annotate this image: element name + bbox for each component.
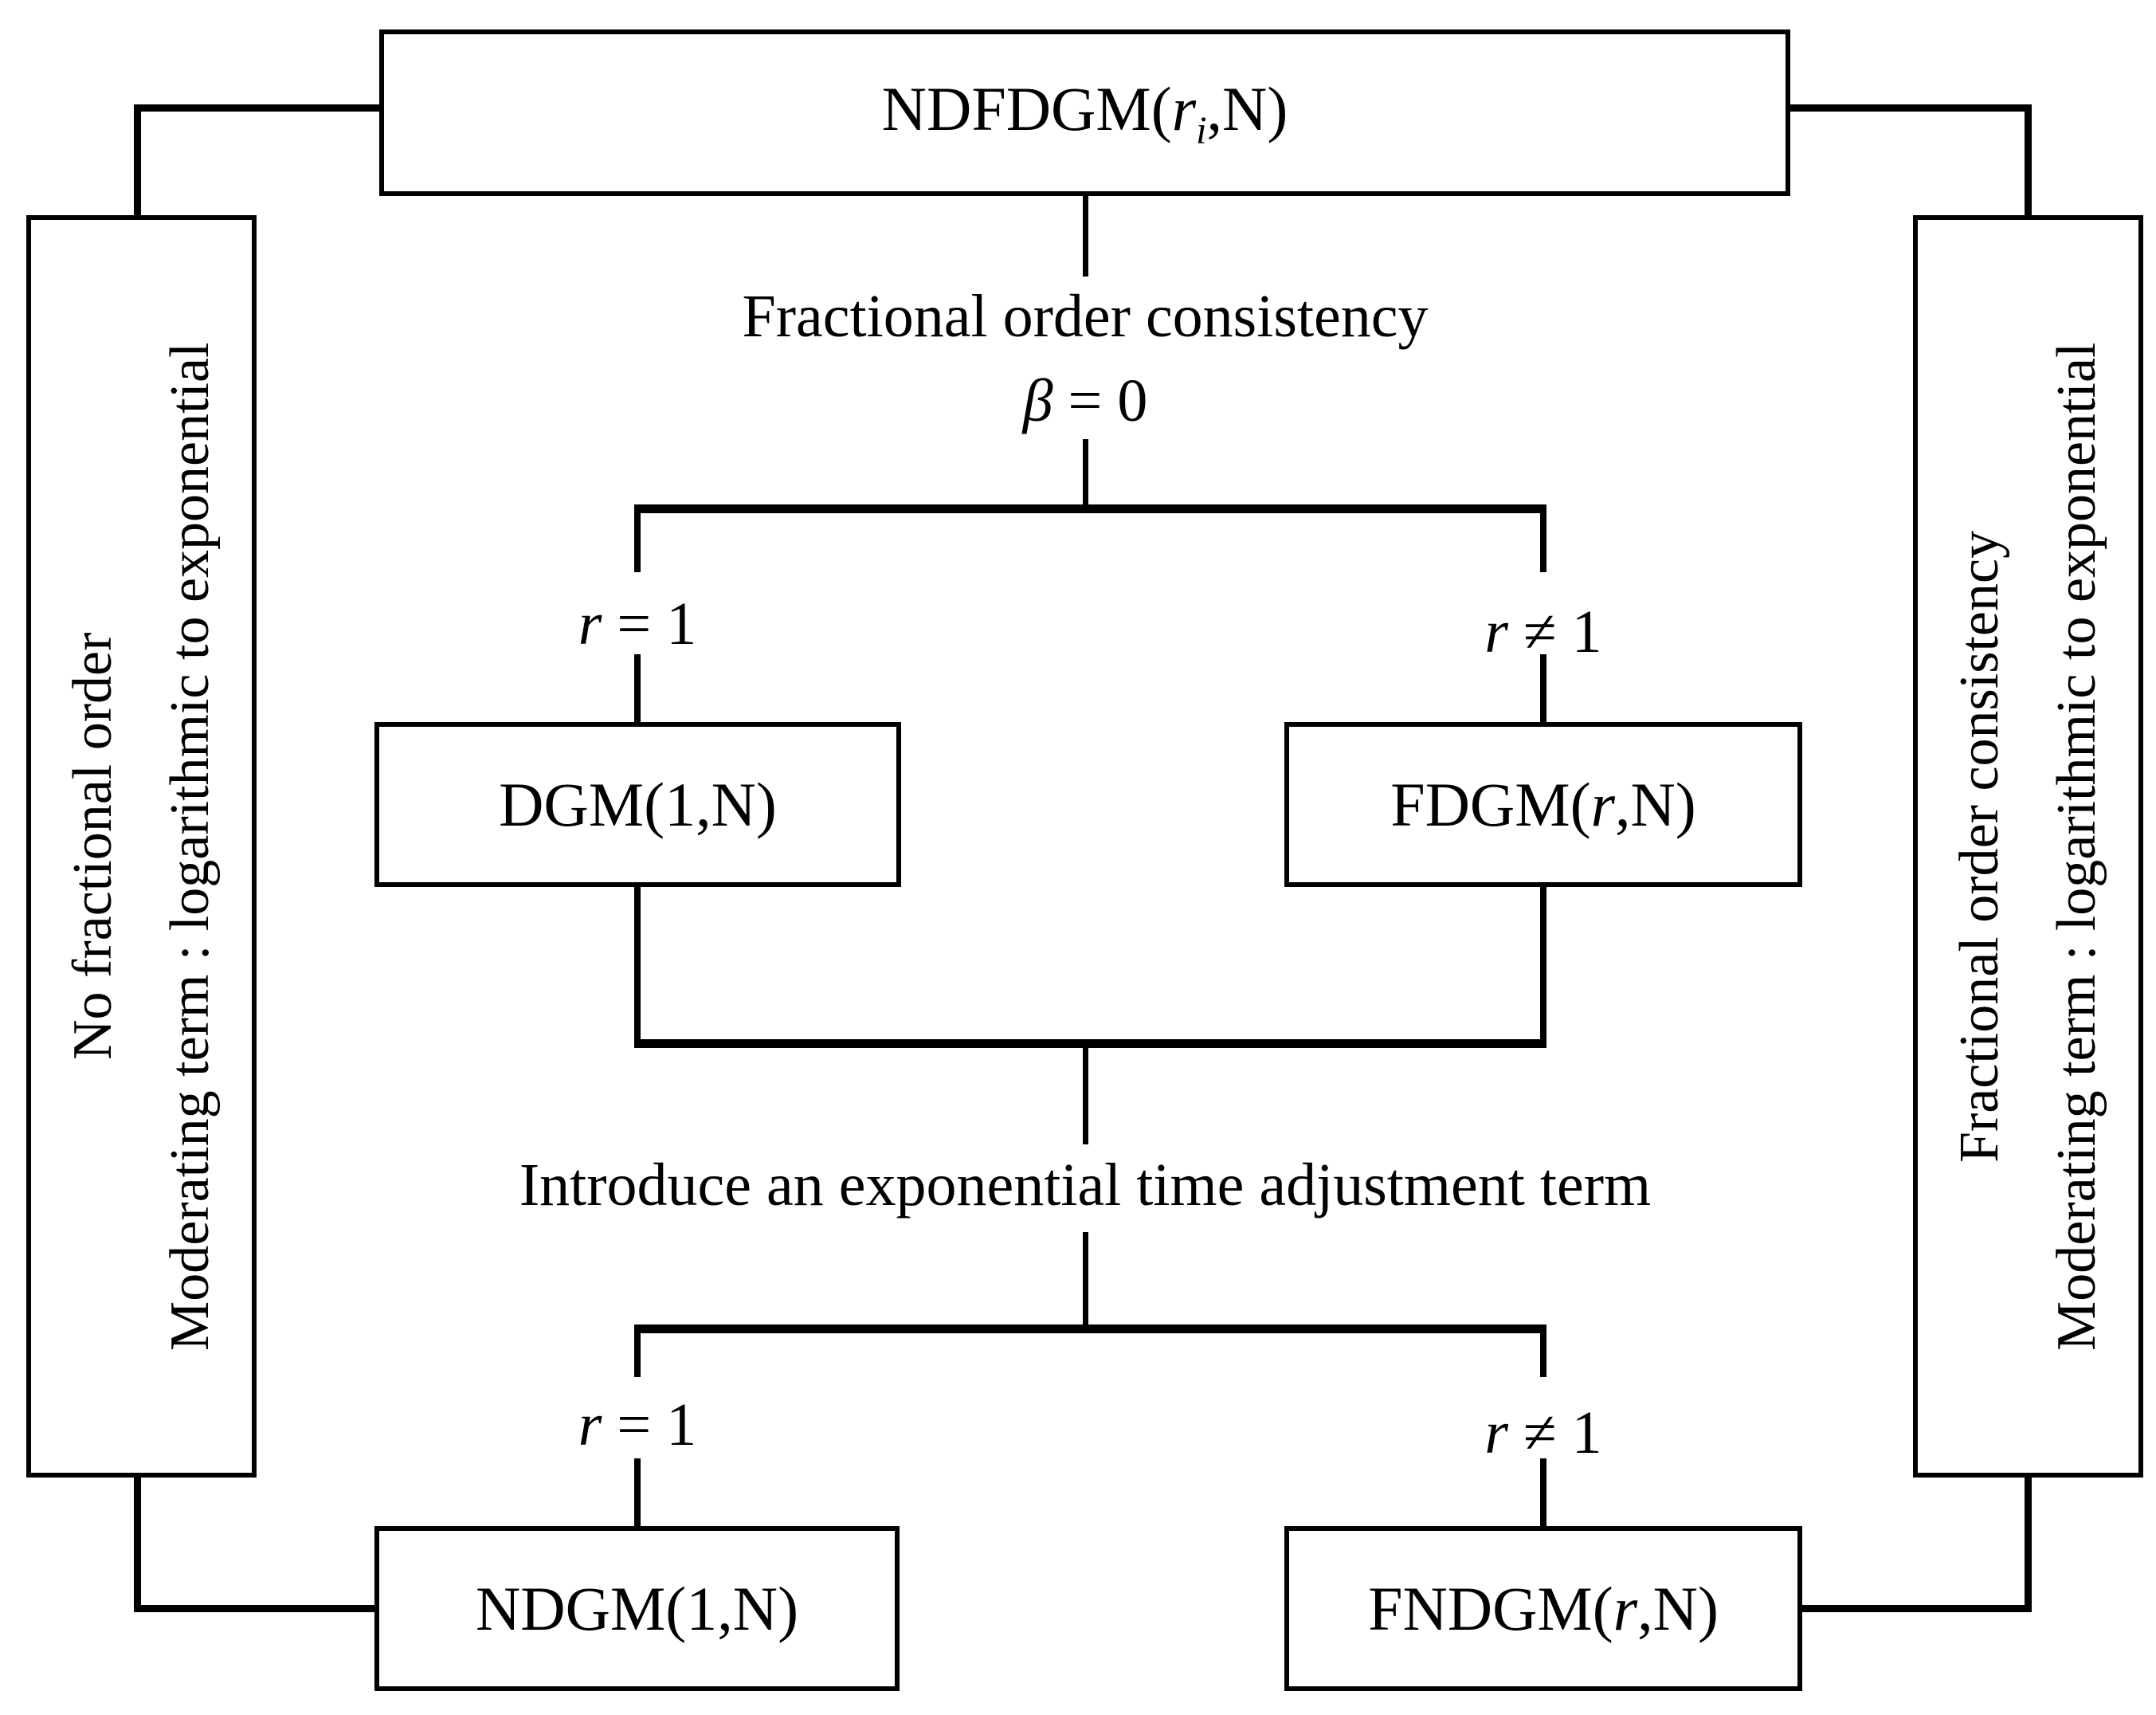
equals-1: = 1 (602, 591, 697, 657)
fdgm-bottom-vertical (1540, 887, 1546, 1042)
fdgm-var-r: r (1590, 769, 1615, 839)
branch1-label-r-not-equal-1: r ≠ 1 (1424, 595, 1663, 670)
fdgm-suffix: ,N) (1614, 769, 1696, 839)
step1-label: Fractional order consistency (742, 283, 1429, 350)
not-equals-1: ≠ 1 (1507, 1399, 1602, 1466)
node-ndfdgm-box: NDFDGM(ri,N) (379, 29, 1790, 196)
node-fndgm-label: FNDGM(r,N) (1368, 1573, 1719, 1645)
ndfdgm-suffix: ,N) (1206, 73, 1288, 143)
right-sidebar-line2: Moderating term : logarithmic to exponen… (2046, 342, 2108, 1351)
node-ndgm-label: NDGM(1,N) (475, 1573, 799, 1643)
connector-bottom-right-vertical (2025, 1478, 2032, 1612)
r-var: r (578, 591, 602, 657)
beta-equals-zero: = 0 (1053, 367, 1148, 434)
connector-top-right-horizontal (1790, 104, 2032, 112)
fndgm-prefix: FNDGM( (1368, 1573, 1613, 1643)
ndfdgm-prefix: NDFDGM( (881, 73, 1172, 143)
r-var: r (1484, 1399, 1508, 1466)
left-sidebar-box: No fractional order Moderating term : lo… (26, 215, 257, 1478)
connector-bottom-left-vertical (134, 1478, 141, 1612)
beta-symbol: β (1022, 367, 1053, 434)
node-fdgm-box: FDGM(r,N) (1284, 722, 1802, 887)
branch2-horizontal-line (634, 1325, 1546, 1333)
not-equals-1: ≠ 1 (1507, 598, 1602, 665)
branch2-left-stub-lower (634, 1458, 641, 1526)
connector-bottom-left-horizontal (134, 1605, 374, 1612)
left-sidebar-line2: Moderating term : logarithmic to exponen… (159, 342, 221, 1351)
stem-step1-to-branch1 (1083, 439, 1088, 504)
step1-condition: β = 0 (846, 363, 1324, 439)
r-var: r (578, 1391, 602, 1458)
branch2-left-stub-upper (634, 1325, 641, 1377)
right-sidebar-content: Fractional order consistency Moderating … (1918, 220, 2138, 1473)
branch1-left-stub-lower (634, 654, 641, 722)
branch1-right-stub-lower (1540, 654, 1546, 722)
branch2-right-stub-lower (1540, 1458, 1546, 1526)
connector-top-left-horizontal (134, 104, 379, 112)
fndgm-suffix: ,N) (1637, 1573, 1719, 1643)
branch1-label-r-equal-1: r = 1 (518, 587, 757, 662)
merge-horizontal-line (634, 1039, 1546, 1048)
fndgm-var-r: r (1613, 1573, 1638, 1643)
left-sidebar-line1: No fractional order (61, 632, 123, 1061)
connector-bottom-right-horizontal (1802, 1605, 2032, 1612)
equals-1: = 1 (602, 1391, 697, 1458)
node-dgm-box: DGM(1,N) (374, 722, 901, 887)
branch2-label-r-not-equal-1: r ≠ 1 (1424, 1395, 1663, 1471)
node-fndgm-box: FNDGM(r,N) (1284, 1526, 1802, 1691)
branch2-label-r-equal-1: r = 1 (518, 1387, 757, 1463)
node-ndfdgm-label: NDFDGM(ri,N) (882, 73, 1288, 153)
branch1-right-stub-upper (1540, 504, 1546, 572)
branch1-horizontal-line (634, 504, 1546, 513)
node-ndgm-box: NDGM(1,N) (374, 1526, 900, 1691)
branch1-left-stub-upper (634, 504, 641, 572)
dgm-bottom-vertical (634, 887, 641, 1042)
ndfdgm-subscript-i: i (1196, 109, 1207, 152)
r-var: r (1484, 598, 1508, 665)
connector-top-left-vertical (134, 104, 141, 215)
step2-label: Introduce an exponential time adjustment… (519, 1152, 1652, 1219)
ndfdgm-var-r: r (1171, 73, 1197, 143)
node-dgm-label: DGM(1,N) (499, 769, 777, 839)
branch2-right-stub-upper (1540, 1325, 1546, 1377)
right-sidebar-line1: Fractional order consistency (1948, 530, 2010, 1163)
fdgm-prefix: FDGM( (1390, 769, 1591, 839)
stem-step2-to-branch2 (1083, 1232, 1088, 1325)
stem-merge-to-step2 (1083, 1044, 1088, 1144)
connector-top-right-vertical (2025, 104, 2032, 215)
right-sidebar-box: Fractional order consistency Moderating … (1913, 215, 2143, 1478)
stem-topbox-to-step1 (1083, 196, 1088, 277)
node-fdgm-label: FDGM(r,N) (1390, 769, 1696, 841)
left-sidebar-content: No fractional order Moderating term : lo… (31, 220, 252, 1473)
